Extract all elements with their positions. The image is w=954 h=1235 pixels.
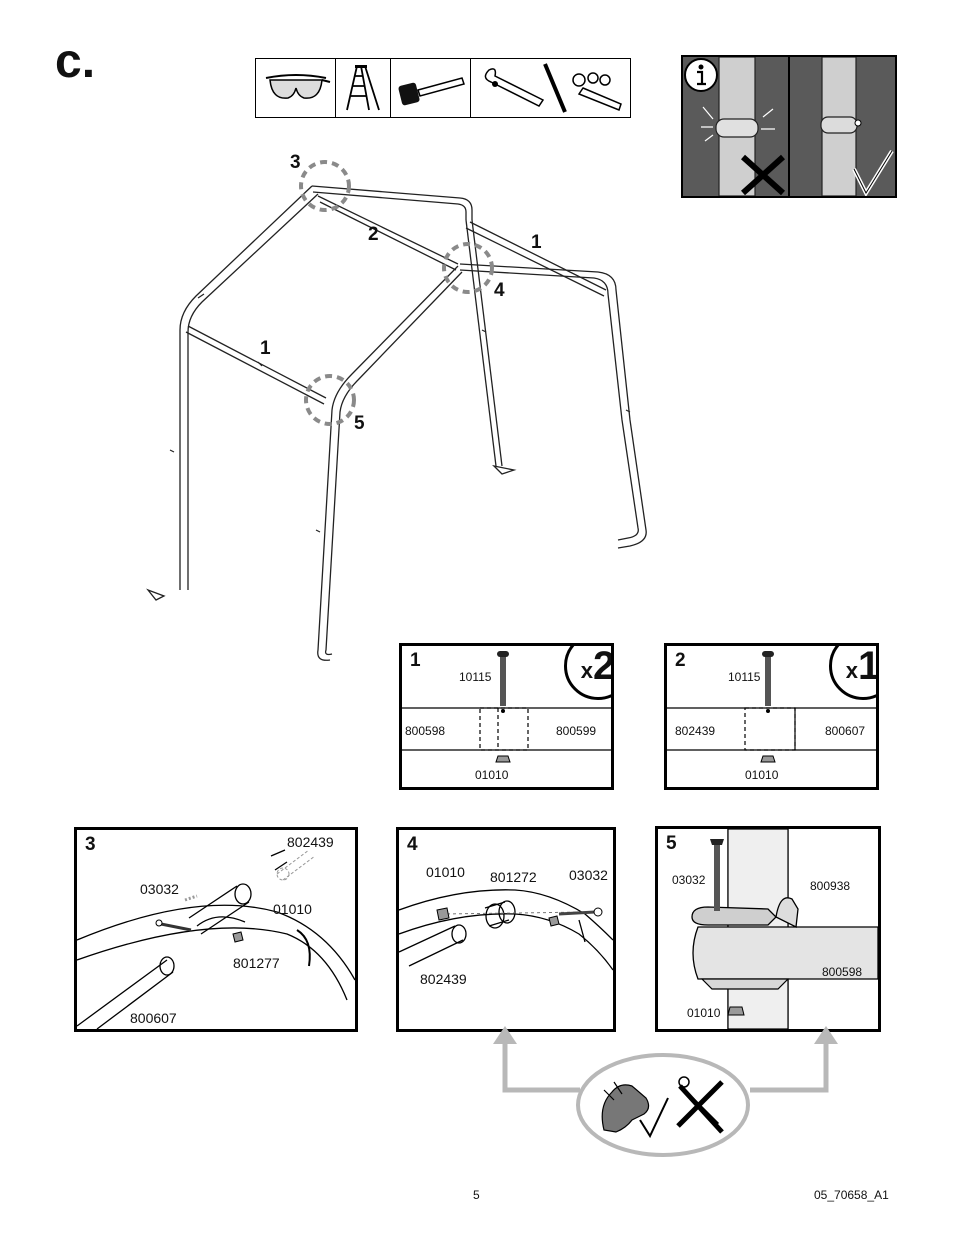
hand-tighten-note xyxy=(493,1026,838,1157)
box-number: 1 xyxy=(410,650,421,671)
bolt-label: 10115 xyxy=(459,670,492,684)
pipe-label: 802439 xyxy=(420,971,467,987)
pipe-label: 800598 xyxy=(822,965,863,979)
rubber-mallet-icon xyxy=(391,59,471,117)
nut-label: 01010 xyxy=(687,1006,721,1020)
callout-5: 5 xyxy=(354,413,365,434)
nut-label: 01010 xyxy=(475,768,509,782)
hand-tighten-icon xyxy=(601,1081,669,1139)
bolt-label: 03032 xyxy=(569,867,608,883)
tools-strip xyxy=(255,58,631,118)
wrench-or-ratchet-icon xyxy=(471,59,629,117)
callout-4: 4 xyxy=(494,280,505,301)
wrong-panel xyxy=(683,57,788,196)
detail-box-5: 5 03032 800938 800598 01010 xyxy=(655,826,881,1032)
box-number: 3 xyxy=(85,834,96,855)
callout-1-front: 1 xyxy=(260,338,271,359)
left-part-label: 800598 xyxy=(405,724,446,738)
callout-1-right: 1 xyxy=(531,232,542,253)
nut-label: 01010 xyxy=(426,864,465,880)
top-part-label: 802439 xyxy=(287,834,334,850)
pipe-label: 800607 xyxy=(130,1010,177,1026)
step-ladder-icon xyxy=(336,59,391,117)
bracket-label: 800938 xyxy=(810,879,851,893)
nut-label: 01010 xyxy=(273,901,312,917)
bolt-label: 03032 xyxy=(140,881,179,897)
nut-label: 01010 xyxy=(745,768,779,782)
safety-glasses-icon xyxy=(256,59,336,117)
no-tools-icon xyxy=(676,1076,724,1134)
callout-3: 3 xyxy=(290,152,301,173)
callout-2: 2 xyxy=(368,224,379,245)
box-number: 5 xyxy=(666,833,677,854)
connector-label: 801277 xyxy=(233,955,280,971)
connector-label: 801272 xyxy=(490,869,537,885)
box-number: 4 xyxy=(407,834,418,855)
step-letter: c. xyxy=(55,35,96,88)
frame-diagram xyxy=(146,160,647,661)
box-number: 2 xyxy=(675,650,686,671)
right-part-label: 800607 xyxy=(825,724,866,738)
left-part-label: 802439 xyxy=(675,724,716,738)
bolt-label: 03032 xyxy=(672,873,706,887)
page-number: 5 xyxy=(473,1188,480,1202)
detail-box-4: 4 01010 801272 03032 802439 xyxy=(396,827,616,1032)
info-panel xyxy=(681,55,897,198)
detail-box-3: 3 802439 03032 01010 801277 800607 xyxy=(74,827,358,1032)
document-id: 05_70658_A1 xyxy=(814,1188,889,1202)
right-part-label: 800599 xyxy=(556,724,597,738)
info-icon xyxy=(683,57,719,93)
correct-panel xyxy=(788,57,895,196)
bolt-label: 10115 xyxy=(728,670,761,684)
